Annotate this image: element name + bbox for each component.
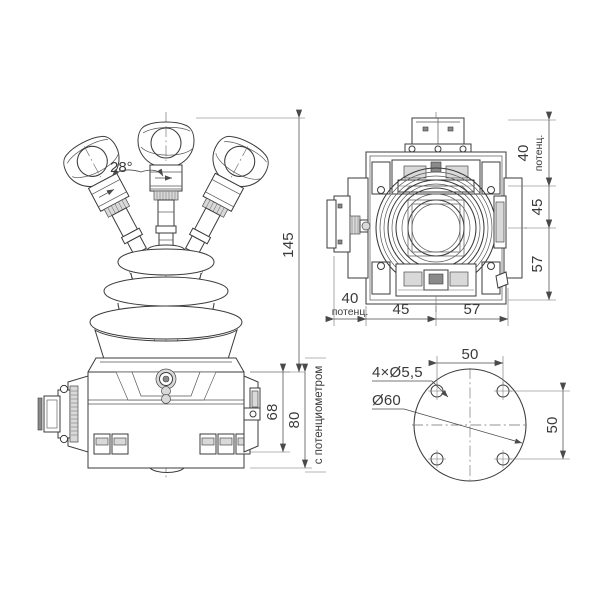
handle-right-tilted xyxy=(184,135,269,256)
dimension-57-vertical: 57 xyxy=(508,219,556,301)
dimension-label-40-bottom: 40 xyxy=(341,290,358,307)
dimension-height-68: 68 xyxy=(250,363,290,453)
dimension-50-horizontal: 50 xyxy=(428,346,504,385)
note-label-potentiometer-bottom: потенц. xyxy=(332,306,369,318)
dimension-40-pot-horizontal: 40 потенц. xyxy=(325,256,369,326)
dimension-label-45-bottom: 45 xyxy=(392,301,409,318)
dimension-57-horizontal: 57 xyxy=(427,288,509,326)
dimension-50-vertical: 50 xyxy=(509,382,570,460)
dimension-label-40-right: 40 xyxy=(515,144,532,161)
angle-label-28: 28° xyxy=(110,159,133,176)
front-elevation-view: 145 68 80 с потенциометром 28° xyxy=(37,109,326,478)
dimension-label-57-bottom: 57 xyxy=(463,301,480,318)
housing-front xyxy=(37,357,261,474)
dimension-label-50-horizontal: 50 xyxy=(461,346,478,363)
callout-bore-diameter: Ø60 xyxy=(372,392,523,444)
mounting-pattern-detail: 4×Ø5,5 Ø60 50 50 xyxy=(372,346,570,482)
dimension-label-68: 68 xyxy=(264,403,281,420)
callout-label-bore-diameter: Ø60 xyxy=(372,392,401,409)
mounting-hole-bottom-left xyxy=(428,450,446,468)
note-label-potentiometer-right: потенц. xyxy=(533,135,545,172)
top-connector-block xyxy=(404,117,472,155)
note-label-with-potentiometer: с потенциометром xyxy=(313,366,325,465)
annotation-tilt-angle: 28° xyxy=(110,159,164,177)
handle-center xyxy=(137,121,195,250)
top-right-inner-fill xyxy=(495,201,505,243)
callout-hole-diameter: 4×Ø5,5 xyxy=(372,364,449,398)
dimension-height-145: 145 xyxy=(196,109,305,373)
top-bottom-mechanism xyxy=(395,263,477,297)
dimension-40-pot-vertical: 40 потенц. xyxy=(508,111,556,187)
dimension-label-57-right: 57 xyxy=(529,255,546,272)
dimension-label-80: 80 xyxy=(286,411,303,428)
top-right-tab xyxy=(495,271,509,289)
dimension-label-50-vertical: 50 xyxy=(544,416,561,433)
top-inner-mechanism xyxy=(391,159,481,195)
top-corner-brackets xyxy=(371,161,501,295)
top-potentiometer-left xyxy=(326,195,371,253)
callout-label-hole-diameter: 4×Ø5,5 xyxy=(372,364,423,381)
handle-left-tilted xyxy=(63,135,148,256)
dimension-height-80: 80 xyxy=(250,363,312,469)
dimension-label-145: 145 xyxy=(280,232,297,258)
dimension-label-45-right: 45 xyxy=(529,198,546,215)
note-with-potentiometer: с потенциометром xyxy=(305,357,326,473)
top-plan-view: 40 потенц. 45 57 40 потенц. 45 xyxy=(325,111,556,326)
